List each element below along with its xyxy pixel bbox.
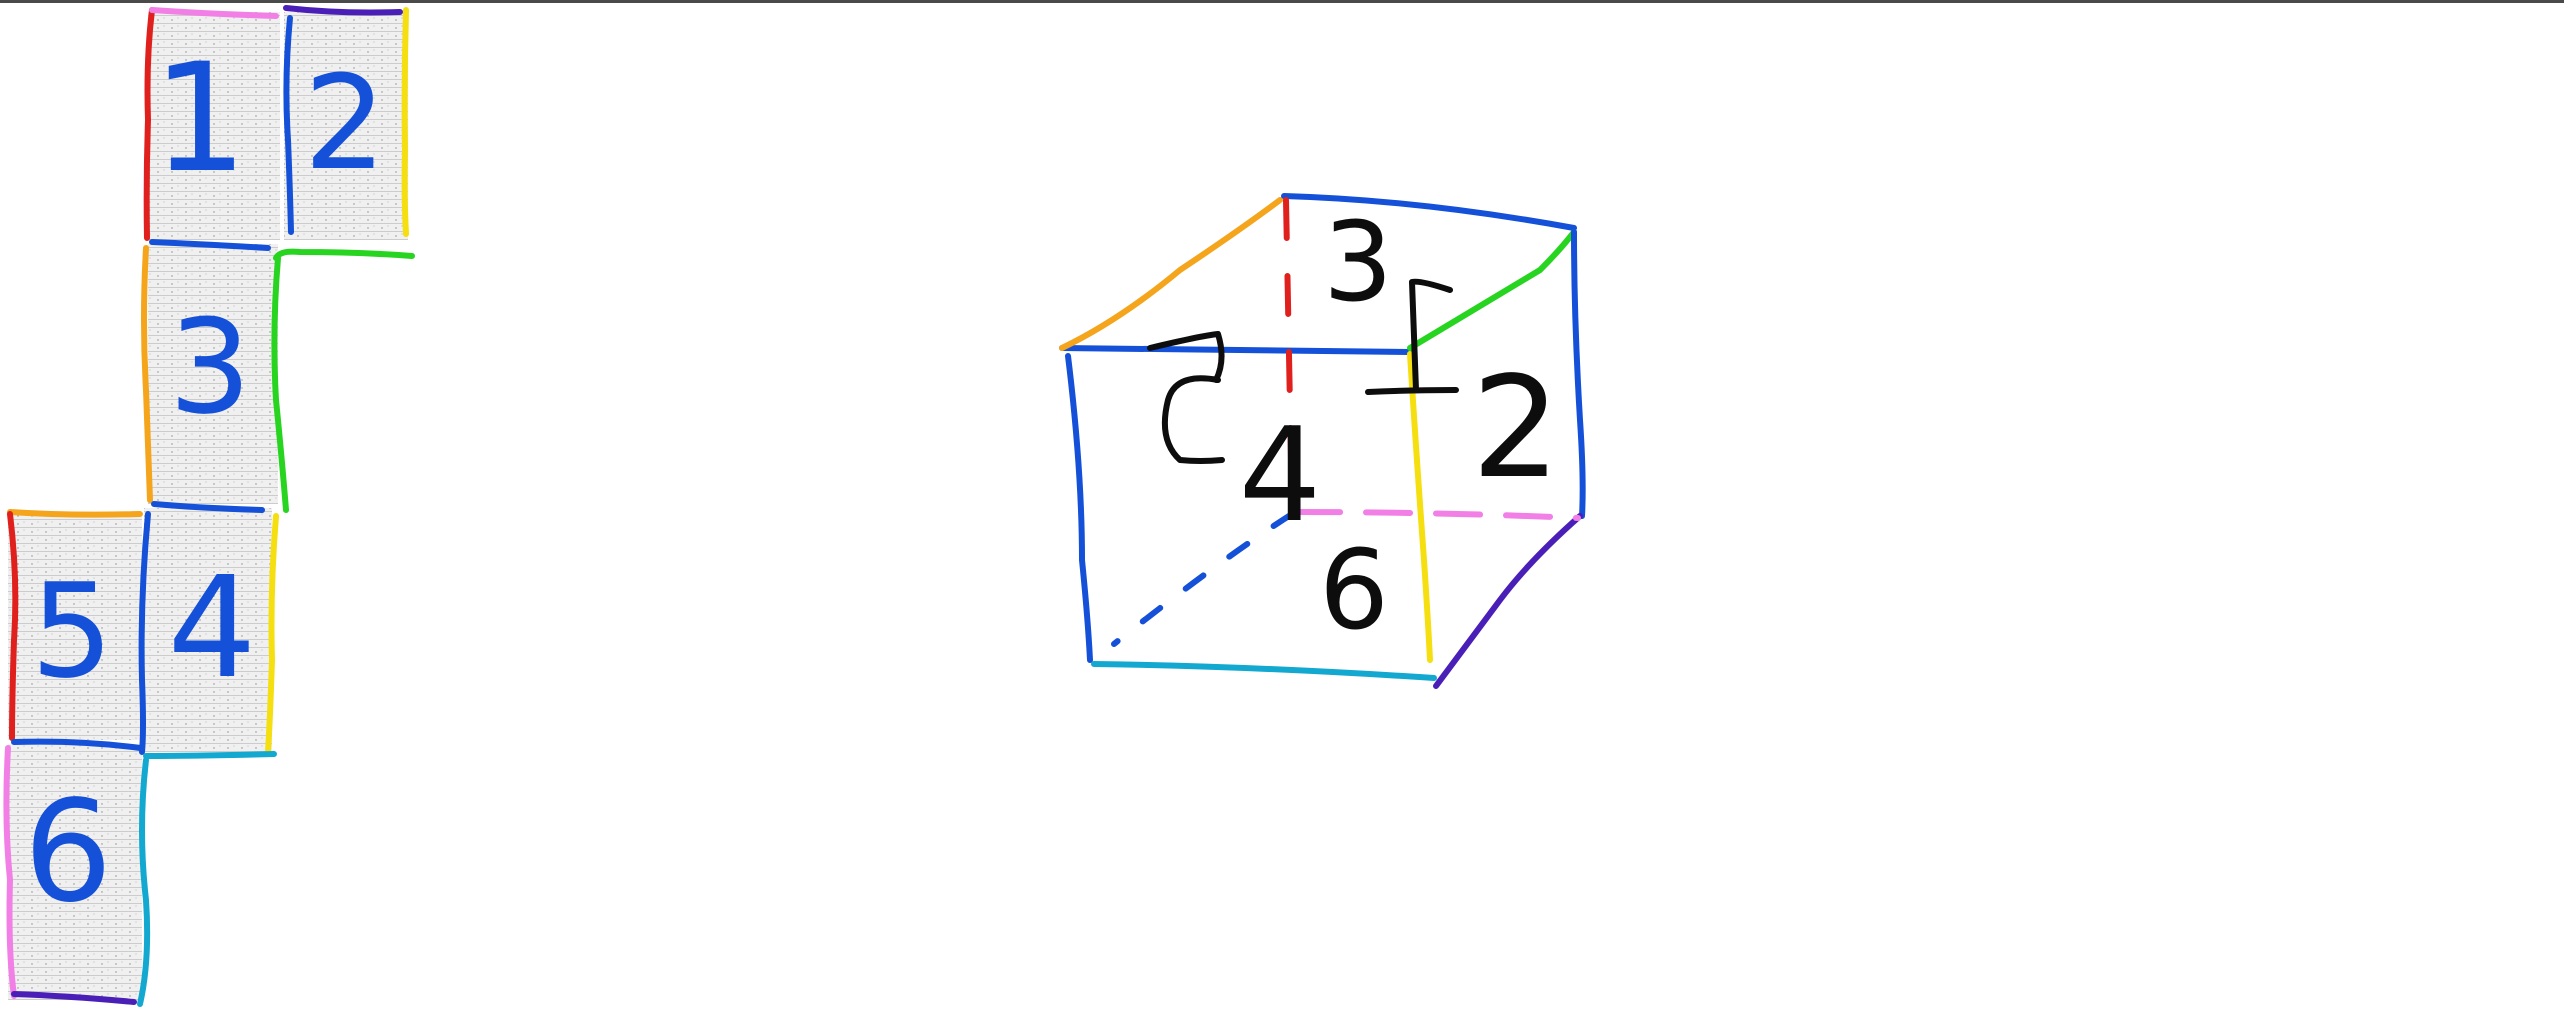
cube-face-label-2: 2 bbox=[1471, 347, 1560, 510]
net-edge-blue-13 bbox=[149, 239, 271, 251]
cube-net: 1 2 3 5 4 6 bbox=[3, 5, 415, 1007]
cube-face-label-4: 4 bbox=[1239, 399, 1322, 551]
cube-edge-top-right bbox=[1407, 229, 1577, 351]
net-edge-cyan-4 bbox=[143, 751, 277, 759]
net-edge-indigo-1 bbox=[283, 5, 403, 16]
cube-edge-front-right bbox=[1407, 351, 1433, 663]
cube-edge-front-left bbox=[1065, 353, 1093, 663]
net-edge-blue-45 bbox=[138, 511, 151, 755]
net-edge-yellow-2 bbox=[401, 7, 409, 237]
cube-edge-hidden-vertical bbox=[1283, 197, 1295, 513]
net-edge-pink-1 bbox=[149, 7, 279, 19]
net-edge-blue-34 bbox=[151, 501, 265, 513]
net-edge-indigo-6 bbox=[11, 991, 137, 1005]
net-square-2 bbox=[284, 12, 408, 240]
cube-edge-hidden-diagonal bbox=[1111, 511, 1295, 647]
net-edge-orange-3 bbox=[141, 245, 153, 503]
net-square-4 bbox=[144, 508, 272, 752]
net-square-5 bbox=[8, 512, 142, 740]
net-edge-cyan-6 bbox=[137, 757, 151, 1007]
net-face-label-6: 6 bbox=[23, 771, 112, 934]
cube-edge-hidden-back-bottom bbox=[1293, 509, 1581, 521]
cube-rotated-one-mark bbox=[1147, 331, 1225, 464]
net-edge-red-5 bbox=[7, 511, 19, 741]
net-face-label-2: 2 bbox=[304, 47, 387, 199]
net-edge-yellow-4 bbox=[265, 513, 279, 755]
cube-face-label-6: 6 bbox=[1319, 526, 1389, 654]
top-border-line bbox=[0, 0, 2564, 3]
cube-edge-front-top bbox=[1059, 345, 1413, 355]
net-edge-red-1 bbox=[143, 7, 155, 241]
net-edge-green-3 bbox=[271, 255, 289, 513]
net-edge-blue-12 bbox=[283, 15, 294, 235]
cube-bracket-mark bbox=[1365, 278, 1459, 395]
cube-edge-right-bottom bbox=[1433, 513, 1583, 689]
cube-edge-right-back bbox=[1571, 229, 1586, 519]
cube-edge-top-left bbox=[1059, 197, 1283, 351]
net-face-label-1: 1 bbox=[152, 32, 247, 206]
cube-edge-top-back bbox=[1281, 193, 1577, 231]
net-edge-blue-56 bbox=[11, 738, 143, 751]
net-square-3 bbox=[148, 244, 278, 504]
net-face-label-5: 5 bbox=[31, 555, 114, 707]
net-edge-pink-6 bbox=[3, 745, 17, 999]
net-face-label-4: 4 bbox=[167, 547, 256, 710]
net-square-1 bbox=[148, 12, 280, 240]
net-square-6 bbox=[8, 744, 142, 1000]
net-face-label-3: 3 bbox=[169, 291, 252, 443]
net-edge-green-top bbox=[273, 248, 415, 261]
cube-drawing: 3 4 2 6 bbox=[1059, 193, 1586, 689]
net-edge-orange-5 bbox=[7, 509, 143, 518]
cube-edge-front-bottom bbox=[1091, 661, 1437, 681]
cube-face-label-3: 3 bbox=[1323, 198, 1393, 326]
